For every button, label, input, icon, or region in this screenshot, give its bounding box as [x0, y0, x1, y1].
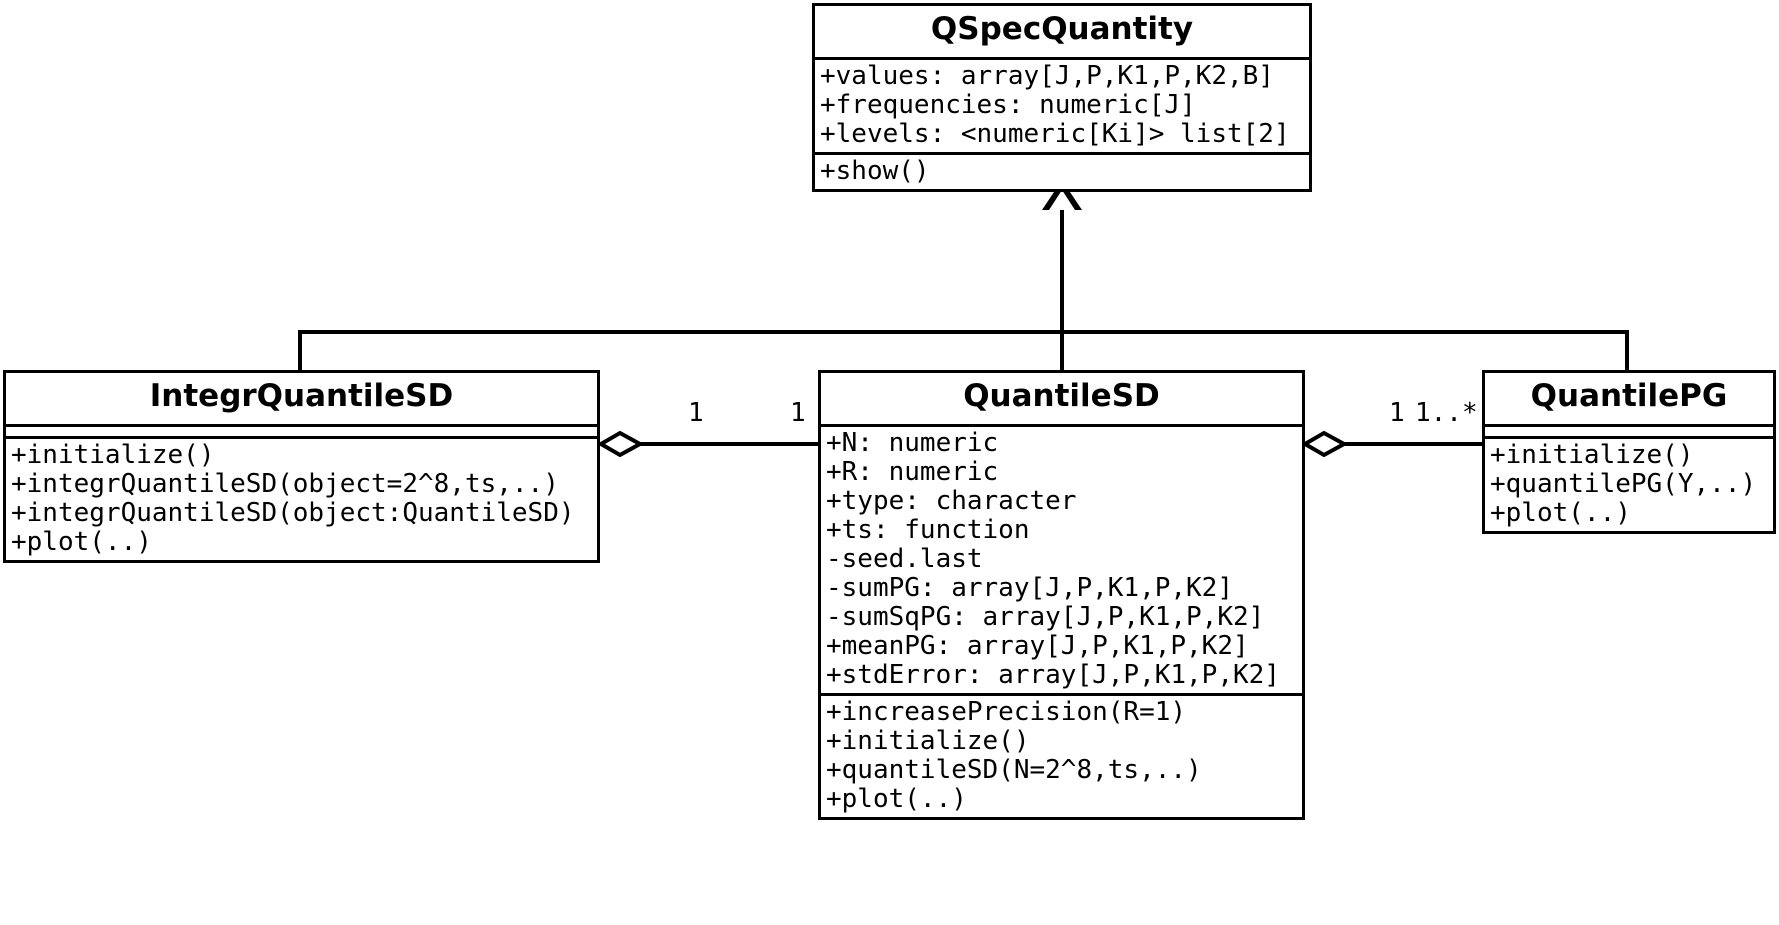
class-title-quantilesd: QuantileSD: [963, 378, 1160, 414]
methods-compartment-quantilepg: +initialize() +quantilePG(Y,..) +plot(..…: [1485, 435, 1773, 531]
class-title-integrquantilesd: IntegrQuantileSD: [149, 378, 454, 414]
methods-compartment-integrquantilesd: +initialize() +integrQuantileSD(object=2…: [6, 435, 597, 560]
class-box-qspecquantity[interactable]: QSpecQuantity +values: array[J,P,K1,P,K2…: [812, 3, 1312, 192]
attribute-item: +type: character: [826, 485, 1077, 516]
attribute-item: +frequencies: numeric[J]: [820, 89, 1196, 120]
methods-compartment-qspecquantity: +show(): [815, 151, 1309, 189]
methods-compartment-quantilesd: +increasePrecision(R=1) +initialize() +q…: [821, 692, 1302, 817]
multiplicity-left-whole: 1: [688, 398, 704, 428]
attribute-item: +stdError: array[J,P,K1,P,K2]: [826, 659, 1280, 690]
attributes-compartment-qspecquantity: +values: array[J,P,K1,P,K2,B] +frequenci…: [815, 56, 1309, 152]
aggregation-diamond-integrquantilesd-icon: [598, 428, 644, 460]
method-item: +increasePrecision(R=1): [826, 696, 1187, 727]
generalization-branch-right: [1625, 330, 1629, 372]
method-item: +quantilePG(Y,..): [1490, 468, 1757, 499]
generalization-branch-left: [298, 330, 302, 372]
aggregation-line-right: [1342, 442, 1484, 446]
class-box-quantilesd[interactable]: QuantileSD +N: numeric +R: numeric +type…: [818, 370, 1305, 820]
generalization-triangle-inner: [1049, 190, 1075, 210]
attribute-item: -seed.last: [826, 543, 983, 574]
class-box-integrquantilesd[interactable]: IntegrQuantileSD +initialize() +integrQu…: [3, 370, 600, 563]
attribute-item: +N: numeric: [826, 427, 999, 458]
method-item: +plot(..): [11, 526, 152, 557]
generalization-stem-vertical: [1060, 205, 1064, 333]
attributes-compartment-quantilesd: +N: numeric +R: numeric +type: character…: [821, 423, 1302, 693]
attribute-item: -sumPG: array[J,P,K1,P,K2]: [826, 572, 1233, 603]
class-box-quantilepg[interactable]: QuantilePG +initialize() +quantilePG(Y,.…: [1482, 370, 1776, 534]
class-title-quantilepg: QuantilePG: [1530, 378, 1728, 414]
class-title-qspecquantity: QSpecQuantity: [930, 11, 1194, 47]
multiplicity-right-whole: 1: [1389, 398, 1405, 428]
attribute-item: +ts: function: [826, 514, 1030, 545]
method-item: +show(): [820, 155, 930, 186]
method-item: +plot(..): [1490, 497, 1631, 528]
method-item: +integrQuantileSD(object:QuantileSD): [11, 497, 575, 528]
method-item: +quantileSD(N=2^8,ts,..): [826, 754, 1202, 785]
aggregation-diamond-quantilesd-icon: [1302, 428, 1348, 460]
method-item: +initialize(): [826, 725, 1030, 756]
method-item: +plot(..): [826, 783, 967, 814]
attribute-item: +levels: <numeric[Ki]> list[2]: [820, 118, 1290, 149]
attribute-item: +values: array[J,P,K1,P,K2,B]: [820, 60, 1274, 91]
attribute-item: -sumSqPG: array[J,P,K1,P,K2]: [826, 601, 1265, 632]
attributes-compartment-quantilepg: [1485, 423, 1773, 436]
multiplicity-right-part: 1..*: [1415, 398, 1478, 428]
attribute-item: +meanPG: array[J,P,K1,P,K2]: [826, 630, 1249, 661]
aggregation-line-left: [638, 442, 820, 446]
method-item: +initialize(): [1490, 439, 1694, 470]
generalization-branch-center: [1060, 330, 1064, 372]
method-item: +integrQuantileSD(object=2^8,ts,..): [11, 468, 559, 499]
method-item: +initialize(): [11, 439, 215, 470]
multiplicity-left-part: 1: [790, 398, 806, 428]
attributes-compartment-integrquantilesd: [6, 423, 597, 436]
generalization-crossbar: [298, 330, 1629, 334]
attribute-item: +R: numeric: [826, 456, 999, 487]
